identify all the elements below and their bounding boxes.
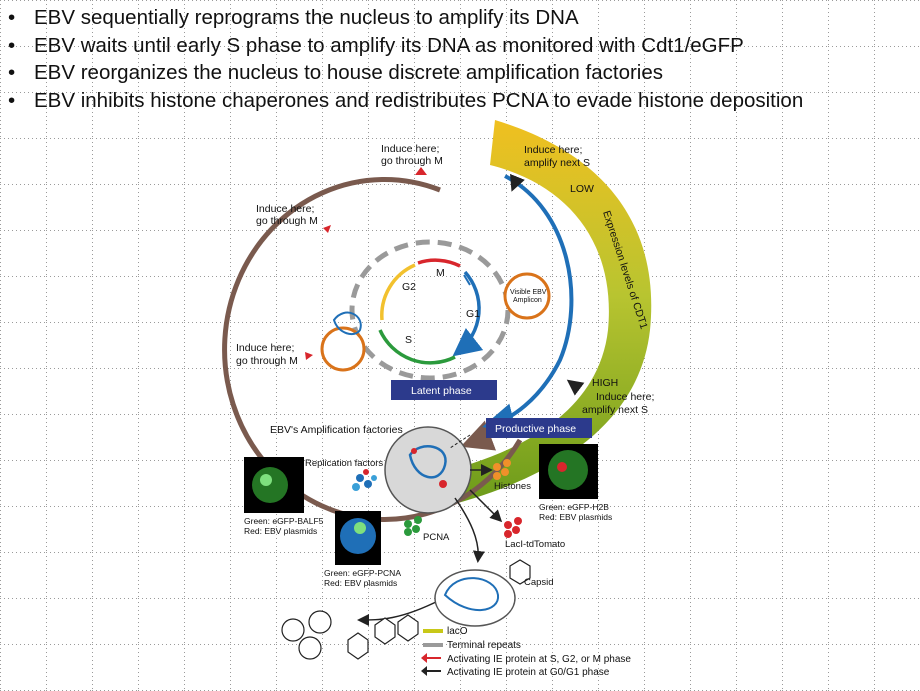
micro-h2b-line2: Red: EBV plasmids (539, 512, 612, 522)
induce-s-bottom-line2: amplify next S (582, 404, 648, 416)
phase-g1-arc (452, 270, 484, 357)
amplification-nucleus (384, 426, 472, 514)
legend-black-arrow-label: Activating IE protein at G0/G1 phase (447, 667, 610, 678)
latent-cycle-dashed (349, 239, 511, 381)
histones-label: Histones (494, 481, 531, 492)
plasmid-loop-left (332, 311, 362, 336)
factory-loop (408, 445, 447, 479)
bullet-text: EBV sequentially reprograms the nucleus … (34, 6, 579, 29)
genome-loop (443, 577, 500, 611)
latent-phase-label: Latent phase (411, 385, 472, 397)
bullet-list: • EBV sequentially reprograms the nucleus… (8, 4, 913, 114)
flow-arrow (454, 497, 485, 563)
legend-laco-label: lacO (447, 626, 468, 637)
micro-pcna-line2: Red: EBV plasmids (324, 578, 397, 588)
capsid-label: Capsid (524, 577, 554, 588)
micro-balf5-line2: Red: EBV plasmids (244, 526, 317, 536)
phase-g2-label: G2 (402, 281, 416, 293)
micrograph-nucleus (548, 450, 588, 490)
productive-phase-box (486, 418, 592, 438)
induce-s-top-line2: amplify next S (524, 157, 590, 169)
laci-label: LacI-tdTomato (505, 539, 565, 550)
cdt1-expression-band (430, 120, 652, 510)
legend-red-arrowhead (421, 653, 427, 663)
induce-m-left-line1: Induce here; (256, 203, 314, 215)
high-label: HIGH (592, 377, 618, 389)
laci-dots (504, 517, 522, 538)
induce-s-bottom-line1: Induce here; (596, 391, 654, 403)
black-induce-marker (510, 173, 525, 192)
amplicon-line2: Amplicon (513, 297, 542, 304)
amplicon-line1: Visible EBV (510, 289, 547, 296)
legend-red-arrow-label: Activating IE protein at S, G2, or M pha… (447, 654, 631, 665)
induce-m-bottom-line2: go through M (236, 355, 298, 367)
phase-m-label: M (436, 267, 445, 279)
micrograph-nucleus (252, 467, 288, 503)
productive-phase-label: Productive phase (495, 423, 576, 435)
bullet-icon: • (8, 6, 16, 29)
phase-m-arc (417, 258, 461, 268)
latent-phase-box (391, 380, 497, 400)
inner-productive-arc (482, 174, 574, 435)
histone-dots (493, 459, 511, 480)
induce-s-top-line1: Induce here; (524, 144, 582, 156)
micrograph-spot (354, 522, 366, 534)
capsid-hexagon (509, 559, 531, 585)
bullet-item: • EBV inhibits histone chaperones and red… (8, 87, 913, 115)
induce-m-top-line2: go through M (381, 155, 443, 167)
red-induce-marker (305, 352, 313, 360)
bullet-item: • EBV sequentially reprograms the nucleus… (8, 4, 913, 32)
micrograph-spot (557, 462, 567, 472)
pcna-dots (404, 516, 422, 536)
black-induce-marker (566, 379, 585, 396)
micro-h2b-line1: Green: eGFP-H2B (539, 502, 609, 512)
micrograph-nucleus (340, 518, 376, 554)
phase-s-arc (378, 329, 456, 365)
virion-particles (281, 610, 419, 660)
factory-dot (439, 480, 447, 488)
pcna-label: PCNA (423, 532, 450, 543)
visible-amplicon-circle (503, 272, 551, 320)
replication-factors-label: Replication factors (305, 458, 383, 469)
flow-arrow (469, 489, 503, 523)
bullet-item: • EBV reorganizes the nucleus to house di… (8, 59, 913, 87)
dashed-arrow (449, 434, 471, 449)
low-label: LOW (570, 183, 594, 195)
bullet-icon: • (8, 61, 16, 84)
phase-s-label: S (405, 334, 412, 346)
legend-terminal-repeats-label: Terminal repeats (447, 640, 521, 651)
bullet-icon: • (8, 33, 16, 57)
bullet-item: • EBV waits until early S phase to amplif… (8, 32, 913, 60)
bullet-icon: • (8, 88, 16, 112)
bullet-text: EBV inhibits histone chaperones and redi… (34, 88, 804, 112)
legend-black-arrowhead (421, 666, 427, 676)
flow-arrow (357, 599, 441, 626)
micro-pcna-line1: Green: eGFP-PCNA (324, 568, 401, 578)
replication-factor-dots (352, 469, 377, 491)
micro-balf5-line1: Green: eGFP-BALF5 (244, 516, 324, 526)
cycle-arrow (463, 274, 471, 286)
induce-m-top-line1: Induce here; (381, 143, 439, 155)
bullet-text: EBV reorganizes the nucleus to house dis… (34, 61, 664, 84)
bullet-text: EBV waits until early S phase to amplify… (34, 33, 744, 57)
phase-g1-label: G1 (466, 308, 480, 320)
amplification-factories-label: EBV's Amplification factories (270, 424, 403, 436)
red-induce-marker (415, 167, 427, 175)
induce-m-bottom-line1: Induce here; (236, 342, 294, 354)
phase-g2-arc (380, 263, 416, 321)
red-induce-marker (323, 225, 331, 233)
nucleus-circle-left (320, 326, 366, 372)
factory-dot (411, 448, 417, 454)
micrograph-spot (260, 474, 272, 486)
induce-m-left-line2: go through M (256, 215, 318, 227)
